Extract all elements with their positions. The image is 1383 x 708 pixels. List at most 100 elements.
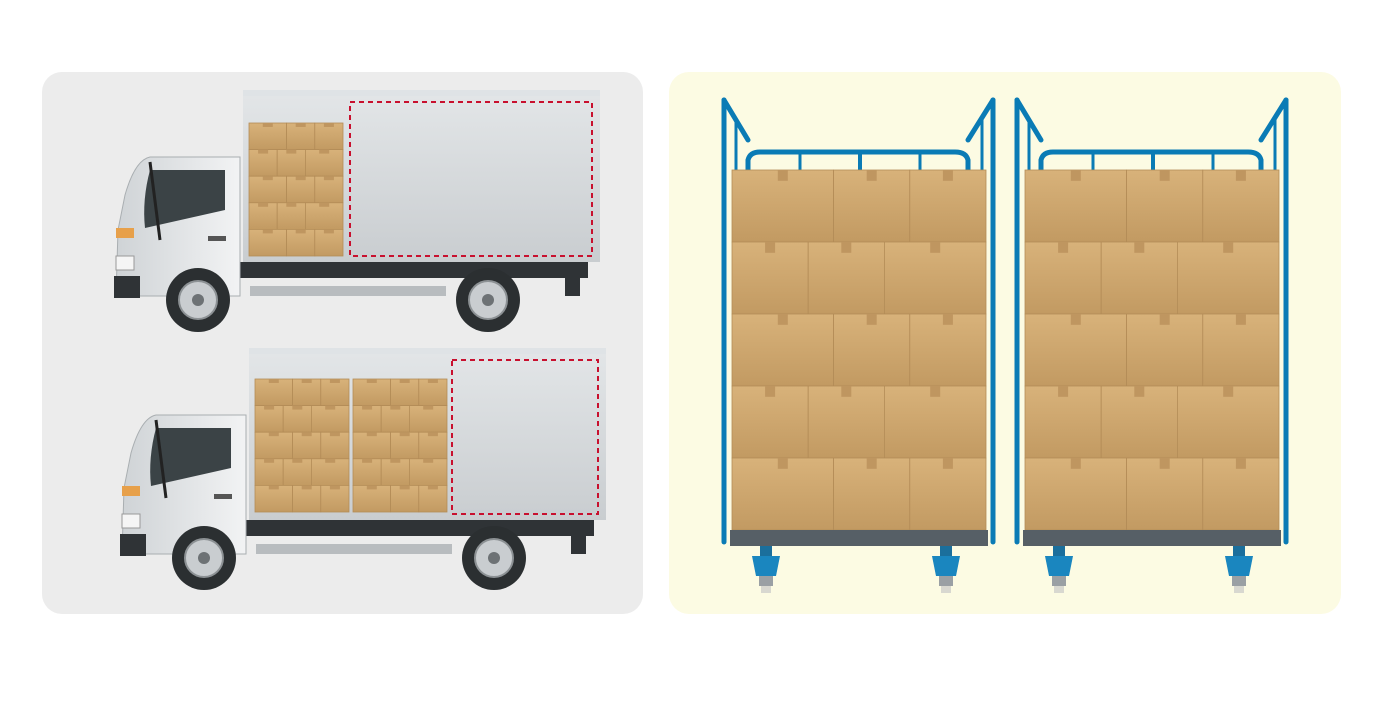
roll-cage-2 <box>1014 97 1289 593</box>
cargo-box <box>380 458 410 486</box>
box-tape <box>777 314 788 325</box>
cargo-box <box>833 169 911 243</box>
cargo-box <box>314 228 344 257</box>
cargo-box <box>310 458 350 486</box>
wheel-hub <box>482 294 494 306</box>
caster-wheel <box>1052 576 1066 586</box>
caster-icon <box>1225 556 1253 576</box>
door-handle <box>214 494 232 499</box>
box-tape <box>366 432 377 437</box>
cargo-box <box>390 378 420 407</box>
box-tape <box>292 458 303 463</box>
cargo-box <box>1024 241 1102 315</box>
box-tape <box>366 379 377 383</box>
cage-base <box>1023 530 1281 546</box>
mirror-arm <box>154 419 168 499</box>
box-tape <box>329 485 340 490</box>
cargo-box <box>833 313 911 387</box>
box-tape <box>325 405 336 410</box>
caster-tire <box>1054 586 1064 593</box>
box-tape <box>329 379 340 383</box>
box-tape <box>262 229 273 234</box>
box-tape <box>1058 386 1069 397</box>
box-tape <box>942 170 953 181</box>
box-tape <box>292 405 303 410</box>
box-tape <box>777 458 788 469</box>
box-tape <box>427 379 438 383</box>
cargo-box <box>304 202 344 230</box>
box-tape <box>866 314 877 325</box>
box-tape <box>295 123 306 127</box>
cargo-box <box>731 313 834 387</box>
box-tape <box>427 485 438 490</box>
cargo-roof <box>243 90 600 96</box>
box-tape <box>866 458 877 469</box>
cargo-box <box>390 431 420 460</box>
door-handle <box>208 236 226 241</box>
box-tape <box>942 458 953 469</box>
box-tape <box>323 176 334 181</box>
side-guard <box>250 286 446 296</box>
cargo-box <box>254 458 284 486</box>
box-tape <box>319 202 330 207</box>
headlight <box>121 513 141 529</box>
cargo-box <box>731 385 809 459</box>
indicator-light <box>116 228 134 238</box>
box-tape <box>1223 386 1234 397</box>
mirror-arm <box>148 161 162 241</box>
box-tape <box>765 386 776 397</box>
caster-wheel <box>1232 576 1246 586</box>
box-tape <box>1235 458 1246 469</box>
cargo-box <box>884 241 987 315</box>
rear-bumper <box>571 532 586 554</box>
front-bumper <box>114 276 140 298</box>
box-tape <box>399 485 410 490</box>
box-tape <box>841 386 852 397</box>
cargo-box <box>909 169 987 243</box>
box-tape <box>262 176 273 181</box>
box-tape <box>1235 170 1246 181</box>
box-tape <box>765 242 776 253</box>
cargo-box <box>418 431 448 460</box>
caster-tire <box>941 586 951 593</box>
box-tape <box>423 458 434 463</box>
cargo-box <box>1177 385 1280 459</box>
box-tape <box>362 405 373 410</box>
headlight <box>115 255 135 271</box>
caster-wheel <box>759 576 773 586</box>
cargo-box <box>1024 313 1127 387</box>
box-tape <box>930 386 941 397</box>
box-tape <box>301 379 312 383</box>
box-tape <box>362 458 373 463</box>
box-tape <box>319 149 330 154</box>
box-tape <box>286 202 297 207</box>
box-tape <box>323 229 334 234</box>
box-tape <box>390 458 401 463</box>
cargo-box <box>731 241 809 315</box>
box-tape <box>268 432 279 437</box>
cargo-box <box>833 457 911 531</box>
front-bumper <box>120 534 146 556</box>
cargo-box <box>731 169 834 243</box>
box-tape <box>777 170 788 181</box>
box-tape <box>841 242 852 253</box>
cage-base <box>730 530 988 546</box>
cargo-box <box>320 484 350 513</box>
box-tape <box>399 432 410 437</box>
cargo-box <box>248 122 287 151</box>
box-tape <box>268 485 279 490</box>
box-tape <box>264 405 275 410</box>
chassis <box>206 520 594 536</box>
box-tape <box>323 123 334 127</box>
box-tape <box>262 123 273 127</box>
box-tape <box>930 242 941 253</box>
box-tape <box>1070 314 1081 325</box>
cargo-box <box>884 385 987 459</box>
cargo-box <box>1024 457 1127 531</box>
empty-space-outline <box>451 359 599 515</box>
cargo-box <box>292 378 322 407</box>
box-tape <box>423 405 434 410</box>
cargo-box <box>1100 241 1178 315</box>
box-tape <box>1070 458 1081 469</box>
